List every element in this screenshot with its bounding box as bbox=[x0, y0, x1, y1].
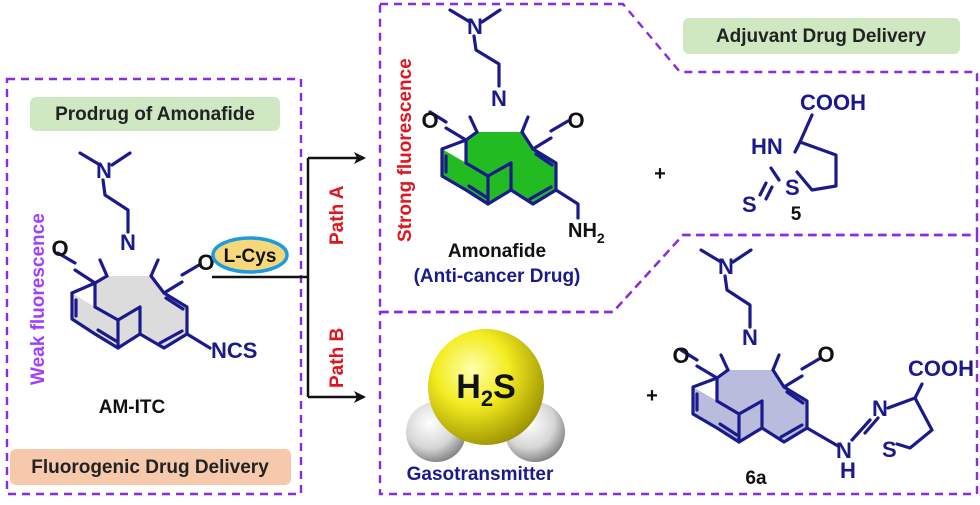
left-panel-frame bbox=[5, 77, 303, 496]
adjuvant-banner: Adjuvant Drug Delivery bbox=[716, 26, 927, 47]
compound-6a-ring-s: S bbox=[882, 437, 897, 462]
prodrug-title-box bbox=[30, 97, 280, 131]
compound-5-acid: COOH bbox=[800, 90, 866, 115]
compound-6a-link-h: H bbox=[840, 458, 856, 483]
am-itc-structure: N N O O NCS bbox=[51, 151, 257, 363]
compound-5-ring-nh: HN bbox=[751, 134, 783, 159]
compound-6a-ring-n: N bbox=[872, 396, 888, 421]
adjuvant-banner-box bbox=[683, 18, 960, 54]
amonafide-amino-group: NH2 bbox=[568, 220, 605, 246]
bottom-right-panel-frame bbox=[378, 233, 979, 496]
am-itc-oxygen-1: O bbox=[51, 236, 68, 261]
gasotransmitter-caption: Gasotransmitter bbox=[407, 464, 554, 485]
amonafide-name: Amonafide bbox=[448, 241, 546, 262]
h2s-sulfur-atom bbox=[428, 329, 544, 445]
compound-6a-oxygen-2: O bbox=[817, 342, 834, 367]
amonafide-oxygen-1: O bbox=[421, 108, 438, 133]
amonafide-description: (Anti-cancer Drug) bbox=[414, 266, 581, 287]
am-itc-imide-n: N bbox=[120, 230, 136, 255]
compound-5-ring-s: S bbox=[785, 175, 800, 200]
reagent-ellipse bbox=[211, 236, 289, 274]
compound-5-label: 5 bbox=[791, 204, 802, 225]
plus-sign-bottom: + bbox=[646, 385, 658, 407]
strong-fluorescence-label: Strong fluorescence bbox=[395, 58, 416, 242]
compound-6a-oxygen-1: O bbox=[672, 343, 689, 368]
reagent-label: L-Cys bbox=[224, 246, 277, 267]
plus-sign-top: + bbox=[654, 163, 666, 185]
fluorogenic-footer: Fluorogenic Drug Delivery bbox=[31, 457, 269, 478]
compound-5-exo-s: S bbox=[742, 192, 757, 217]
am-itc-label: AM-ITC bbox=[99, 397, 166, 418]
fluorogenic-footer-box bbox=[10, 449, 291, 485]
prodrug-title: Prodrug of Amonafide bbox=[55, 104, 255, 125]
path-a-label: Path A bbox=[327, 185, 348, 245]
amonafide-imide-n: N bbox=[491, 86, 507, 111]
compound-6a-label: 6a bbox=[745, 468, 767, 489]
compound-6a-acid: COOH bbox=[908, 356, 974, 381]
compound-6a-structure: N N O O N S COOH N H bbox=[672, 248, 974, 483]
h2s-space-fill-model: H2S bbox=[406, 329, 565, 462]
am-itc-ncs-label: NCS bbox=[211, 338, 257, 363]
compound-6a-amine-n: N bbox=[718, 254, 734, 279]
compound-6a-link-n: N bbox=[836, 438, 852, 463]
compound-6a-imide-n: N bbox=[742, 325, 758, 350]
amonafide-structure: N N O O NH2 bbox=[421, 8, 605, 246]
am-itc-amine-n: N bbox=[96, 158, 112, 183]
compound-5-structure: HN S S COOH bbox=[742, 90, 866, 217]
h2s-formula: H2S bbox=[456, 368, 516, 411]
path-b-label: Path B bbox=[327, 328, 348, 388]
amonafide-oxygen-2: O bbox=[567, 108, 584, 133]
am-itc-oxygen-2: O bbox=[197, 250, 214, 275]
amonafide-amine-n: N bbox=[467, 14, 483, 39]
weak-fluorescence-label: Weak fluorescence bbox=[28, 213, 49, 385]
